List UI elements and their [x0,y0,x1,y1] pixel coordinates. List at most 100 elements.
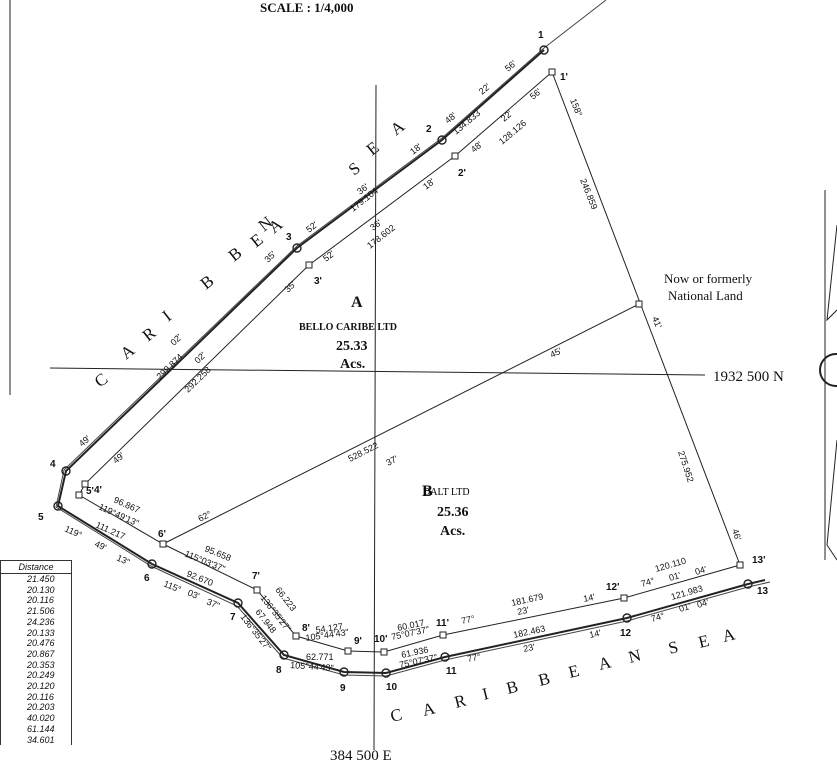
distance-row: 20.476 [27,638,55,649]
north-arrow-icon [826,224,837,561]
point-label: 8 [276,665,282,676]
svg-text:74°: 74° [650,610,666,623]
distance-row: 20.133 [27,627,55,638]
svg-text:299.874: 299.874 [154,352,184,382]
svg-text:B: B [197,271,218,293]
svg-text:S: S [345,158,364,179]
svg-text:C: C [388,705,404,726]
point-label: 10' [374,634,388,645]
distance-row: 24.236 [27,616,55,627]
svg-text:134.833: 134.833 [451,108,482,137]
svg-text:E: E [566,661,581,682]
svg-text:182.463: 182.463 [512,623,546,640]
parcel-a-area: 25.33 [336,339,368,354]
svg-text:62°: 62° [196,509,213,524]
point-label: 12' [606,582,620,593]
svg-text:105°44'43": 105°44'43" [305,627,350,643]
svg-text:120.110: 120.110 [654,556,687,574]
svg-text:56': 56' [528,86,544,101]
point-label: 8' [302,623,310,634]
distance-row: 21.506 [27,606,55,617]
svg-text:14': 14' [588,628,602,640]
parcel-a-letter: A [351,294,363,311]
point-label: 13 [757,586,769,597]
outer-boundary [56,49,766,675]
point-label: 11' [436,618,449,629]
svg-text:52': 52' [321,248,337,263]
svg-text:C: C [91,369,112,391]
point-label: 5' [86,486,94,497]
distance-row: 34.601 [27,734,55,745]
neighbor-line1: Now or formerly [664,271,753,286]
svg-text:77°: 77° [460,613,476,626]
point-label: 9' [354,636,362,647]
distance-row: 20.130 [27,584,55,595]
distance-row: 61.144 [27,723,55,734]
svg-text:A: A [596,652,613,674]
grid-line-northing [49,367,706,376]
svg-text:01': 01' [668,570,682,583]
svg-text:74°: 74° [640,575,656,588]
distance-row: 40.020 [27,713,55,724]
parcel-a-unit: Acs. [340,357,365,372]
point-label: 1 [538,30,544,41]
svg-text:119°: 119° [63,524,84,541]
point-label: 2 [426,124,432,135]
svg-text:105°44'43": 105°44'43" [290,660,334,673]
svg-text:B: B [225,243,246,265]
outer-point-markers [53,45,753,678]
svg-text:23': 23' [522,642,536,654]
svg-text:I: I [480,684,490,704]
svg-text:22': 22' [499,108,515,123]
distance-row: 20.867 [27,648,55,659]
svg-text:04': 04' [696,597,710,610]
svg-text:14': 14' [582,592,596,604]
svg-text:158°: 158° [568,97,584,118]
distance-row: 20.203 [27,702,55,713]
distance-row: 21.450 [27,574,55,584]
point-label: 6 [144,573,150,584]
svg-text:A: A [387,116,409,139]
point-label: 6' [158,529,166,540]
svg-text:A: A [117,340,139,363]
distance-row: 20.120 [27,681,55,692]
svg-text:115°: 115° [162,579,183,595]
outer-boundary-shore [55,0,771,677]
svg-text:R: R [452,691,468,712]
svg-text:E: E [696,631,711,652]
svg-text:03': 03' [186,588,201,602]
easting-label: 384 500 E [330,748,392,761]
svg-text:01': 01' [678,601,692,614]
svg-text:B: B [536,669,552,690]
svg-text:56': 56' [503,58,519,73]
point-label: 9 [340,683,346,694]
point-label: 7 [230,612,236,623]
point-label: 10 [386,682,398,693]
svg-text:04': 04' [694,564,708,577]
svg-text:E: E [363,138,383,159]
svg-text:45': 45' [548,345,563,359]
svg-text:37': 37' [384,453,399,467]
northing-label: 1932 500 N [713,369,784,385]
svg-text:41': 41' [650,315,664,330]
point-label: 11 [446,666,457,677]
svg-text:23': 23' [516,605,530,617]
svg-text:35': 35' [262,249,278,265]
point-label: 3 [286,232,292,243]
distance-row: 20.116 [27,691,54,702]
svg-text:35': 35' [282,279,298,295]
svg-text:22': 22' [477,81,493,96]
svg-text:46': 46' [730,528,743,543]
svg-text:02': 02' [168,332,184,348]
point-label: 1' [560,72,568,83]
bearing-labels: 56' 22' 48' 134.833 56' 22' 128.126 48' … [63,58,743,673]
parcel-b-unit: Acs. [440,524,465,539]
svg-text:37": 37" [205,597,221,611]
svg-text:128.126: 128.126 [497,118,528,147]
point-label: 3' [314,276,322,287]
svg-text:02': 02' [192,350,208,366]
svg-text:A: A [420,698,437,720]
